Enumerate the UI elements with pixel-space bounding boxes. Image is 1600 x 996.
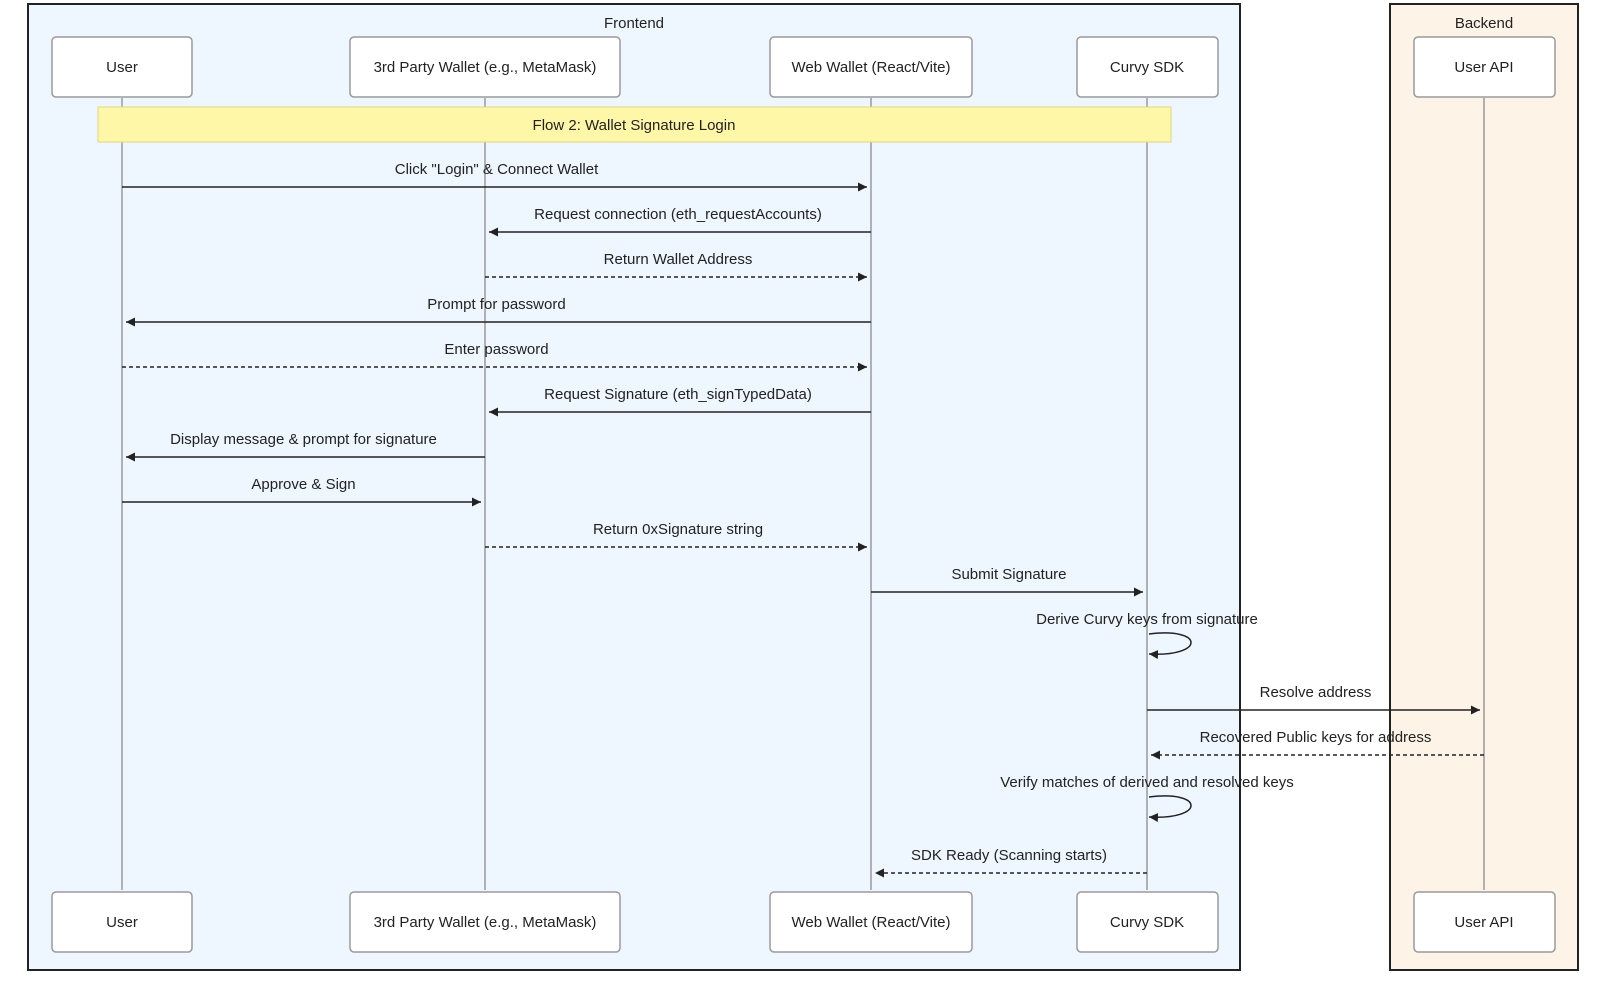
- message-label: Request connection (eth_requestAccounts): [534, 206, 822, 223]
- actor-user-api-label-top: User API: [1454, 59, 1513, 76]
- message-label: Display message & prompt for signature: [170, 431, 437, 448]
- actor-user-label-bottom: User: [106, 914, 138, 931]
- message-label: Derive Curvy keys from signature: [1036, 611, 1258, 628]
- message-1: Click "Login" & Connect Wallet: [122, 161, 867, 192]
- message-label: Recovered Public keys for address: [1200, 729, 1432, 746]
- message-4: Prompt for password: [126, 296, 871, 327]
- message-self-loop: [1148, 795, 1192, 822]
- message-12: Resolve address: [1147, 684, 1480, 715]
- actor-curvy-sdk-label-bottom: Curvy SDK: [1110, 914, 1184, 931]
- message-13: Recovered Public keys for address: [1151, 729, 1484, 760]
- message-11: Derive Curvy keys from signature: [1036, 611, 1258, 659]
- message-label: Return Wallet Address: [604, 251, 753, 268]
- message-15: SDK Ready (Scanning starts): [875, 847, 1147, 878]
- group-frontend-frame: [27, 3, 1241, 971]
- message-self-loop: [1148, 632, 1192, 659]
- actor-web-wallet-label-bottom: Web Wallet (React/Vite): [792, 914, 951, 931]
- message-14: Verify matches of derived and resolved k…: [1000, 774, 1294, 822]
- message-label: Request Signature (eth_signTypedData): [544, 386, 812, 403]
- message-9: Return 0xSignature string: [485, 521, 867, 552]
- message-2: Request connection (eth_requestAccounts): [489, 206, 871, 237]
- actor-3rd-party-wallet-box-bottom: [349, 891, 621, 953]
- message-label: Prompt for password: [427, 296, 565, 313]
- message-label: Return 0xSignature string: [593, 521, 763, 538]
- note: Flow 2: Wallet Signature Login: [97, 106, 1172, 143]
- actor-user-label-top: User: [106, 59, 138, 76]
- actor-user-api-label-bottom: User API: [1454, 914, 1513, 931]
- group-frontend-title: Frontend: [604, 15, 664, 32]
- actor-web-wallet-box-bottom: [769, 891, 973, 953]
- message-label: Approve & Sign: [251, 476, 355, 493]
- actor-curvy-sdk-label-top: Curvy SDK: [1110, 59, 1184, 76]
- message-label: Verify matches of derived and resolved k…: [1000, 774, 1293, 791]
- message-label: Click "Login" & Connect Wallet: [395, 161, 599, 178]
- message-7: Display message & prompt for signature: [126, 431, 485, 462]
- actor-3rd-party-wallet-label-bottom: 3rd Party Wallet (e.g., MetaMask): [374, 914, 597, 931]
- actor-user-api-box-top: [1413, 36, 1556, 98]
- actors-top: User 3rd Party Wallet (e.g., MetaMask) W…: [51, 36, 1556, 98]
- message-3: Return Wallet Address: [485, 251, 867, 282]
- note-text: Flow 2: Wallet Signature Login: [533, 117, 736, 134]
- actor-web-wallet-box-top: [769, 36, 973, 98]
- message-6: Request Signature (eth_signTypedData): [489, 386, 871, 417]
- message-label: Enter password: [444, 341, 548, 358]
- actor-user-box-bottom: [51, 891, 193, 953]
- note-box: [97, 106, 1172, 143]
- group-backend-title: Backend: [1455, 15, 1513, 32]
- actor-curvy-sdk-box-top: [1076, 36, 1219, 98]
- message-label: SDK Ready (Scanning starts): [911, 847, 1107, 864]
- lifelines: [121, 98, 1485, 890]
- actor-curvy-sdk-box-bottom: [1076, 891, 1219, 953]
- actor-3rd-party-wallet-label-top: 3rd Party Wallet (e.g., MetaMask): [374, 59, 597, 76]
- message-label: Resolve address: [1260, 684, 1372, 701]
- actors-bottom: User 3rd Party Wallet (e.g., MetaMask) W…: [51, 891, 1556, 953]
- message-5: Enter password: [122, 341, 867, 372]
- actor-3rd-party-wallet-box-top: [349, 36, 621, 98]
- actor-web-wallet-label-top: Web Wallet (React/Vite): [792, 59, 951, 76]
- message-label: Submit Signature: [951, 566, 1066, 583]
- group-frontend: Frontend: [27, 3, 1241, 971]
- actor-user-box-top: [51, 36, 193, 98]
- actor-user-api-box-bottom: [1413, 891, 1556, 953]
- message-10: Submit Signature: [871, 566, 1143, 597]
- message-8: Approve & Sign: [122, 476, 481, 507]
